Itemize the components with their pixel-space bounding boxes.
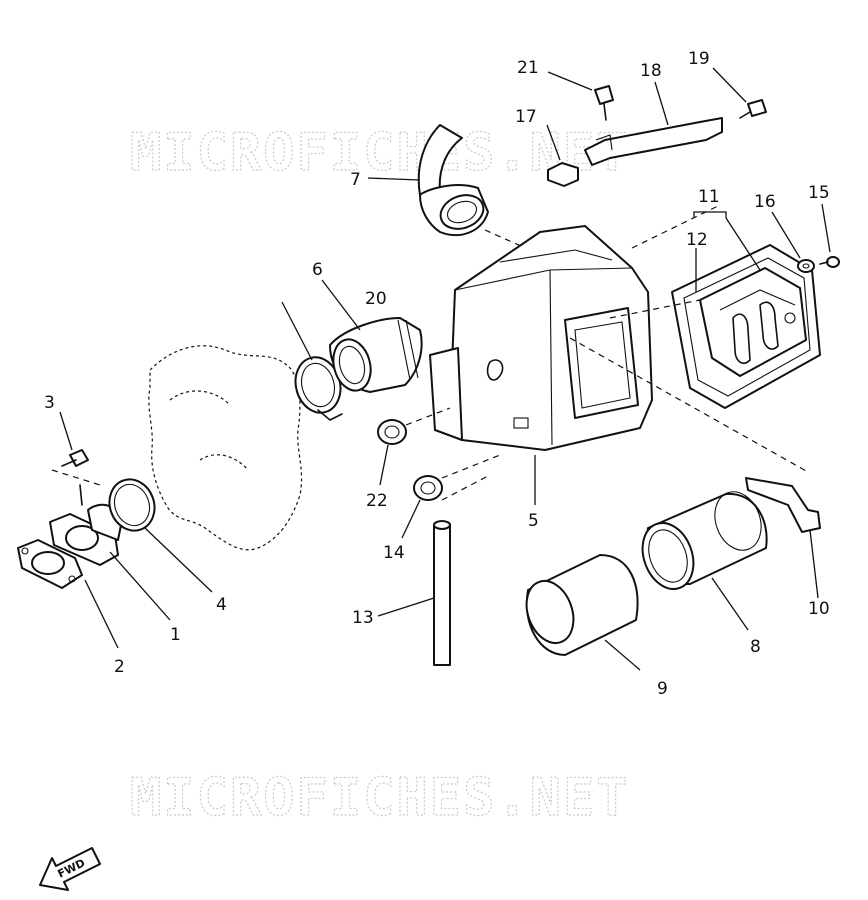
- part-22-grommet[interactable]: [377, 419, 407, 445]
- callout-17: 17: [515, 107, 537, 127]
- engine-outline: [148, 345, 303, 551]
- callout-21: 21: [517, 58, 539, 78]
- callout-3: 3: [44, 393, 55, 413]
- part-14-grommet[interactable]: [413, 475, 443, 501]
- callout-1: 1: [170, 625, 181, 645]
- fwd-arrow: FWD: [39, 847, 101, 891]
- part-19-bolt[interactable]: [739, 99, 767, 119]
- part-13-drain-hose[interactable]: [433, 520, 451, 666]
- part-3-bolt[interactable]: [61, 449, 89, 467]
- callout-20: 20: [365, 289, 387, 309]
- callout-13: 13: [352, 608, 374, 628]
- part-16-washer[interactable]: [797, 259, 815, 273]
- part-4-clamp[interactable]: [102, 473, 161, 537]
- part-2-gasket[interactable]: [17, 539, 83, 589]
- callout-6: 6: [312, 260, 323, 280]
- callout-10: 10: [808, 599, 830, 619]
- callout-14: 14: [383, 543, 405, 563]
- callout-4: 4: [216, 595, 227, 615]
- part-18-stay[interactable]: [584, 117, 723, 166]
- part-21-bolt[interactable]: [594, 85, 614, 121]
- watermark-bottom: MICROFICHES.NET: [130, 768, 630, 828]
- part-8-element-guide[interactable]: [634, 485, 769, 596]
- callout-2: 2: [114, 657, 125, 677]
- callout-22: 22: [366, 491, 388, 511]
- callout-16: 16: [754, 192, 776, 212]
- part-17-nut[interactable]: [547, 162, 579, 187]
- callout-11: 11: [698, 187, 720, 207]
- watermark-top: MICROFICHES.NET: [130, 123, 630, 183]
- callout-15: 15: [808, 183, 830, 203]
- part-7-intake-duct[interactable]: [417, 124, 489, 237]
- callout-8: 8: [750, 637, 761, 657]
- part-6-joint-hose[interactable]: [328, 317, 423, 395]
- callout-12: 12: [686, 230, 708, 250]
- callout-numbers: 1 2 3 4 5 6 7 8 9 10 11 12 13 14 15 16 1…: [44, 49, 830, 699]
- callout-7: 7: [350, 170, 361, 190]
- callout-19: 19: [688, 49, 710, 69]
- part-5-air-filter-case[interactable]: [429, 225, 653, 451]
- part-15-screw[interactable]: [819, 256, 840, 268]
- callout-9: 9: [657, 679, 668, 699]
- callout-18: 18: [640, 61, 662, 81]
- part-9-air-filter-element[interactable]: [518, 554, 639, 656]
- leader-lines: [59, 67, 831, 671]
- part-11-case-cap[interactable]: [699, 267, 807, 377]
- callout-5: 5: [528, 511, 539, 531]
- part-10-clip[interactable]: [745, 477, 821, 533]
